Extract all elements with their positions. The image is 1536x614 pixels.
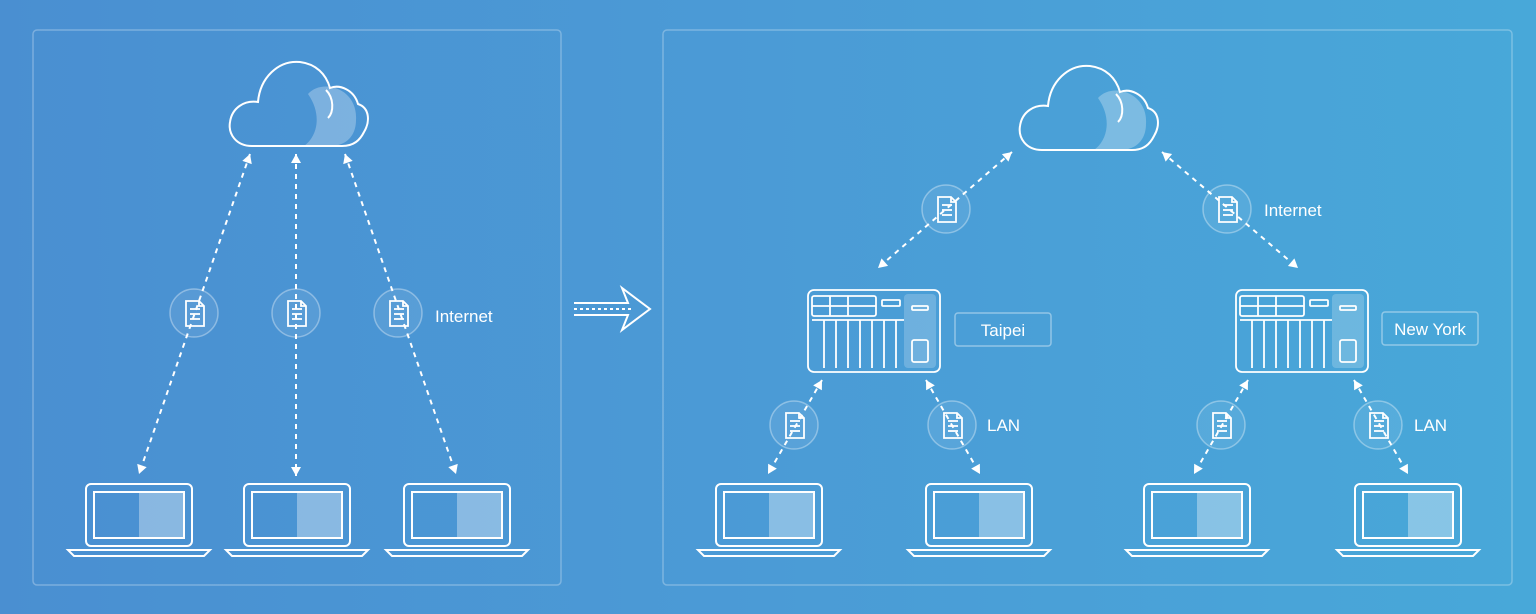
document-icon <box>921 184 971 234</box>
new-york-label-box <box>1381 311 1479 346</box>
arrowhead <box>448 463 458 474</box>
document-icon <box>1353 400 1403 450</box>
laptop-icon <box>907 483 1051 557</box>
arrowhead <box>1162 152 1173 162</box>
document-icon <box>1202 184 1252 234</box>
document-icon <box>769 400 819 450</box>
connection-line <box>138 153 251 475</box>
arrowhead <box>1001 152 1012 162</box>
laptop-icon <box>1336 483 1480 557</box>
lan-label-taipei: LAN <box>987 416 1020 435</box>
arrowhead <box>1354 380 1363 391</box>
double-arrow-right-icon <box>574 285 652 333</box>
arrowhead <box>137 463 147 474</box>
arrowhead <box>291 467 301 476</box>
arrowhead <box>813 380 822 391</box>
arrowhead <box>242 154 252 165</box>
internet-label-left: Internet <box>435 307 493 326</box>
arrowhead <box>926 380 935 391</box>
connection-line <box>344 153 457 475</box>
document-icon <box>1196 400 1246 450</box>
laptop-icon <box>67 483 211 557</box>
arrowhead <box>1399 463 1408 474</box>
laptop-icon <box>385 483 529 557</box>
nas-server-icon <box>1235 289 1369 373</box>
taipei-label-box <box>954 312 1052 347</box>
arrowhead <box>1194 463 1203 474</box>
arrowhead <box>1287 258 1298 268</box>
arrowhead <box>343 154 353 165</box>
laptop-icon <box>1125 483 1269 557</box>
arrowhead <box>291 154 301 163</box>
document-icon <box>271 288 321 338</box>
document-icon <box>927 400 977 450</box>
lan-label-new-york: LAN <box>1414 416 1447 435</box>
arrowhead <box>971 463 980 474</box>
document-icon <box>373 288 423 338</box>
arrowhead <box>1239 380 1248 391</box>
arrowhead <box>768 463 777 474</box>
new-york-label: New York <box>1394 320 1466 339</box>
internet-label-right: Internet <box>1264 201 1322 220</box>
right-panel <box>662 29 1513 586</box>
arrowhead <box>878 258 889 268</box>
document-icon <box>169 288 219 338</box>
cloud-icon <box>228 60 369 147</box>
laptop-icon <box>225 483 369 557</box>
laptop-icon <box>697 483 841 557</box>
taipei-label: Taipei <box>981 321 1025 340</box>
cloud-icon <box>1018 64 1159 151</box>
left-panel <box>32 29 562 586</box>
nas-server-icon <box>807 289 941 373</box>
